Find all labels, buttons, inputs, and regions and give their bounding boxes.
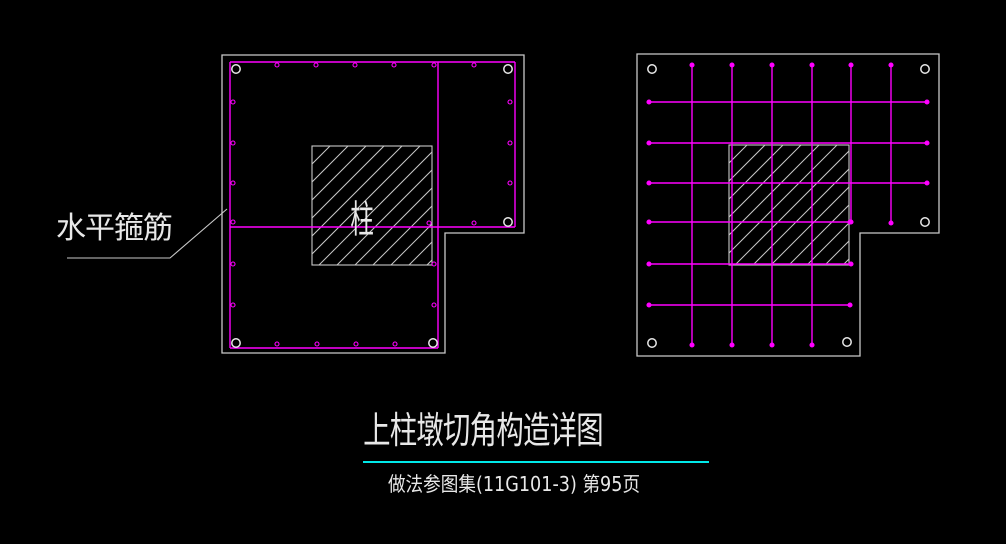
rebar-point	[848, 219, 854, 225]
rebar-point	[848, 62, 854, 68]
rebar-point	[314, 341, 320, 347]
rebar-point	[646, 219, 652, 225]
rebar-point	[888, 62, 894, 68]
rebar-point	[274, 62, 280, 68]
rebar-point	[471, 62, 477, 68]
rebar-point	[230, 261, 236, 267]
rebar-point	[426, 220, 432, 226]
rebar-point	[392, 341, 398, 347]
rebar-point	[471, 220, 477, 226]
rebar-point	[646, 140, 652, 146]
corner-rebar	[503, 64, 513, 74]
rebar-point	[769, 62, 775, 68]
drawing-reference: 做法参图集(11G101-3) 第95页	[387, 472, 641, 496]
corner-rebar	[920, 217, 930, 227]
title-underline	[363, 461, 709, 463]
rebar-point	[729, 342, 735, 348]
column-hatch	[729, 145, 849, 265]
rebar-point	[809, 62, 815, 68]
stirrup-annotation-label: 水平箍筋	[56, 211, 173, 246]
rebar-point	[729, 62, 735, 68]
rebar-point	[646, 99, 652, 105]
rebar-point	[769, 342, 775, 348]
rebar-point	[507, 99, 513, 105]
rebar-point	[809, 342, 815, 348]
rebar-point	[352, 62, 358, 68]
rebar-point	[391, 62, 397, 68]
rebar-point	[888, 220, 894, 226]
column-hatch	[312, 146, 432, 265]
rebar-point	[848, 261, 854, 267]
rebar-point	[646, 302, 652, 308]
corner-rebar	[231, 64, 241, 74]
corner-rebar	[647, 338, 657, 348]
rebar-point	[313, 62, 319, 68]
rebar-point	[230, 180, 236, 186]
corner-rebar	[503, 217, 513, 227]
rebar-point	[230, 140, 236, 146]
corner-rebar	[428, 338, 438, 348]
rebar-point	[230, 219, 236, 225]
rebar-point	[353, 341, 359, 347]
rebar-point	[431, 62, 437, 68]
corner-rebar	[647, 64, 657, 74]
corner-rebar	[231, 338, 241, 348]
corner-rebar	[842, 337, 852, 347]
rebar-point	[689, 342, 695, 348]
rebar-point	[431, 261, 437, 267]
rebar-point	[507, 180, 513, 186]
leader-line	[67, 208, 228, 259]
rebar-point	[646, 180, 652, 186]
rebar-point	[689, 62, 695, 68]
rebar-point	[924, 180, 930, 186]
rebar-point	[274, 341, 280, 347]
rebar-point	[924, 140, 930, 146]
rebar-point	[230, 99, 236, 105]
rebar-point	[230, 302, 236, 308]
pier-outline-left	[221, 54, 525, 354]
rebar-point	[646, 261, 652, 267]
drawing-title: 上柱墩切角构造详图	[363, 409, 604, 452]
rebar-point	[431, 302, 437, 308]
column-label: 柱	[350, 197, 374, 242]
corner-rebar	[920, 64, 930, 74]
rebar-point	[924, 99, 930, 105]
rebar-point	[847, 302, 853, 308]
pier-outline-right	[636, 53, 940, 357]
rebar-point	[507, 140, 513, 146]
